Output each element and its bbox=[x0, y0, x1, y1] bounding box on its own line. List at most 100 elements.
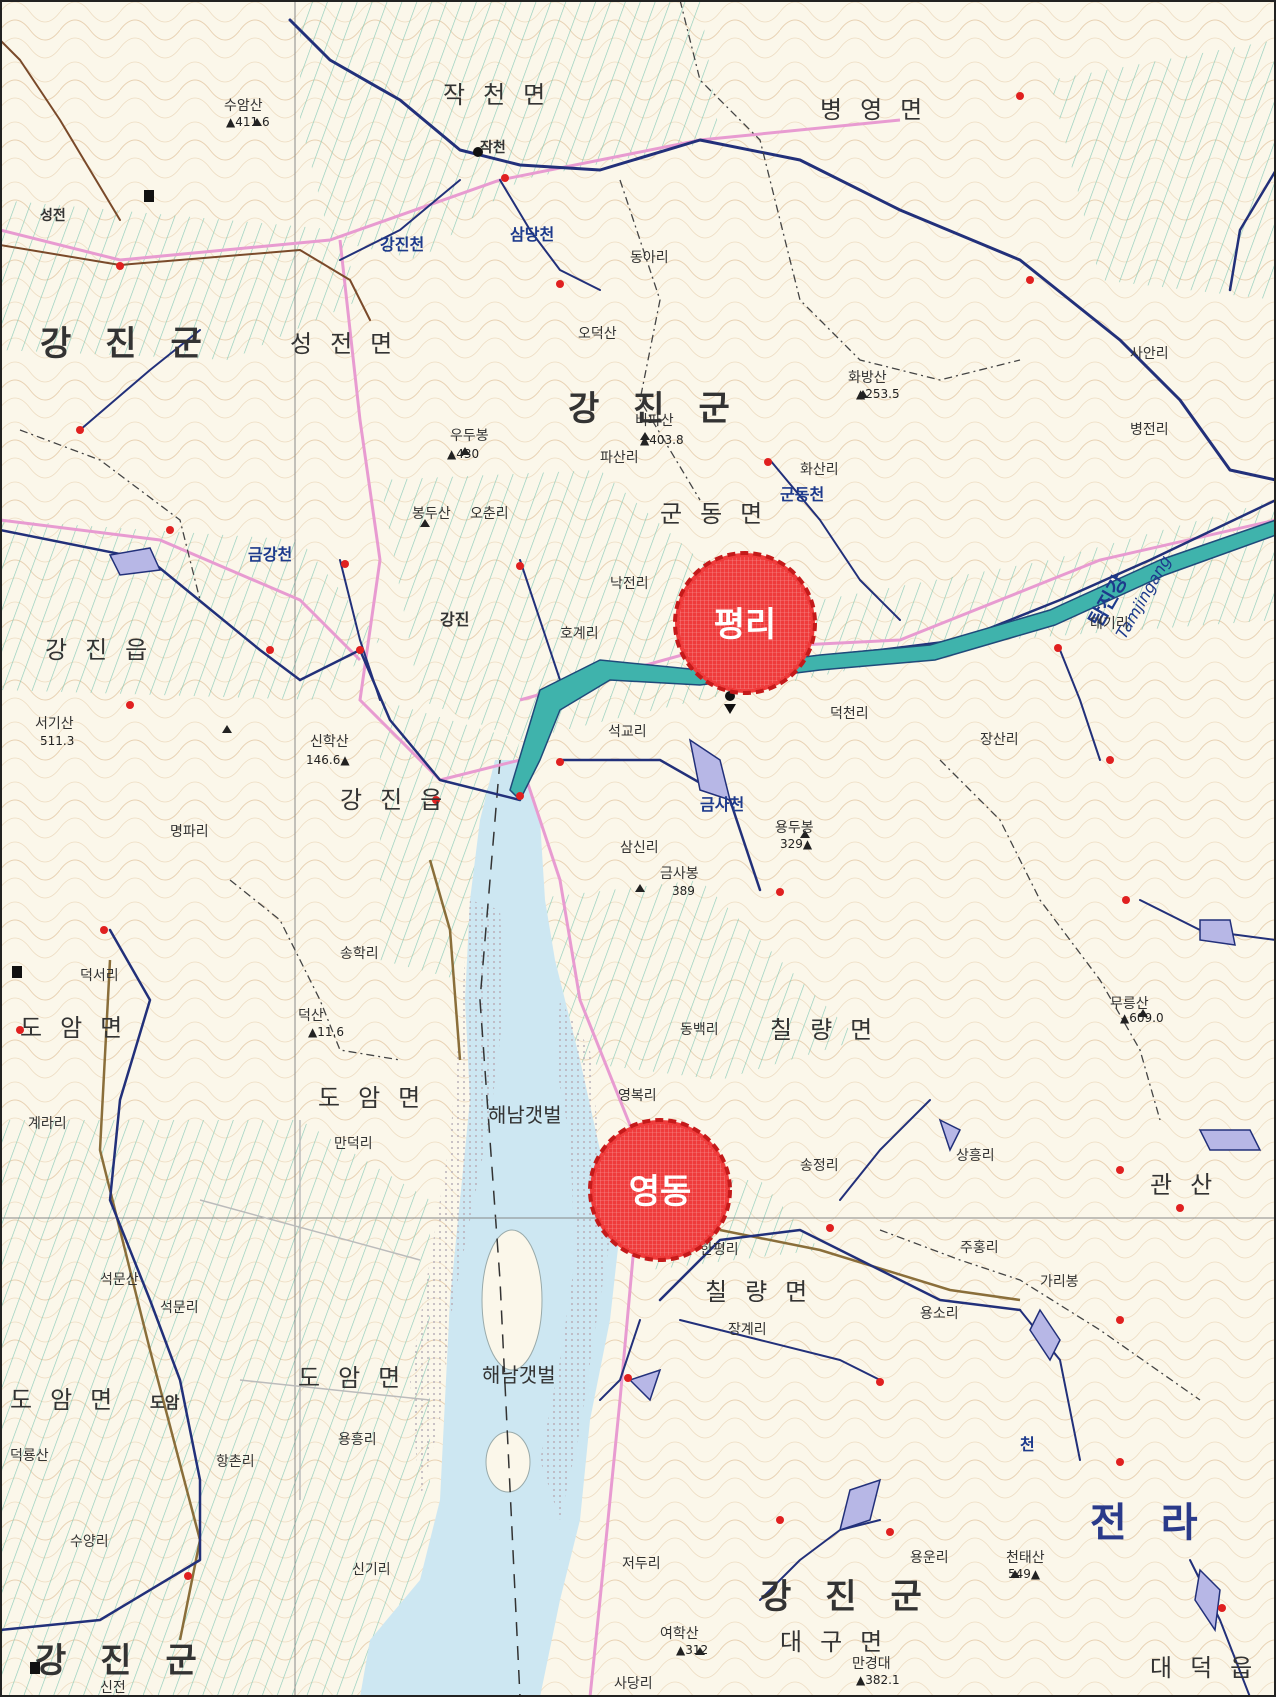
label-peak: 화방산 bbox=[848, 370, 887, 386]
label-village: 덕서리 bbox=[80, 968, 119, 984]
label-village: 동백리 bbox=[680, 1022, 719, 1038]
label-village: 주홍리 bbox=[960, 1240, 999, 1256]
label-village: 계라리 bbox=[28, 1116, 67, 1132]
label-peak: 수암산 bbox=[224, 98, 263, 114]
marker-mesh bbox=[594, 1124, 726, 1256]
label-myeon: 병영면 bbox=[820, 96, 940, 124]
label-peak: 비파산 bbox=[635, 413, 674, 429]
label-tidal-flat: 해남갯벌 bbox=[482, 1363, 556, 1387]
label-county: 강진군 bbox=[568, 389, 764, 429]
label-village: 파산리 bbox=[600, 450, 639, 466]
label-stream: 강진천 bbox=[380, 235, 424, 254]
label-myeon: 칠량면 bbox=[770, 1016, 890, 1044]
label-peak: 봉두산 bbox=[412, 506, 451, 522]
marker-label: 영동 bbox=[629, 1172, 692, 1212]
label-village: 낙전리 bbox=[610, 576, 649, 592]
label-peak: 여학산 bbox=[660, 1626, 699, 1642]
label-village: 수양리 bbox=[70, 1534, 109, 1550]
label-peak: 천태산 bbox=[1006, 1550, 1045, 1566]
label-peak-height: ▲403.8 bbox=[640, 433, 684, 447]
reservoirs bbox=[108, 547, 1262, 1633]
label-peak-height: ▲430 bbox=[447, 447, 479, 461]
label-peak: 우두봉 bbox=[450, 428, 489, 444]
label-peak-height: 549▲ bbox=[1008, 1567, 1041, 1581]
label-peak-height: 329▲ bbox=[780, 837, 813, 851]
label-myeon: 작천면 bbox=[443, 81, 563, 109]
sea-boundary bbox=[479, 759, 521, 1697]
label-county: 강진군 bbox=[760, 1577, 956, 1617]
school-icon bbox=[144, 190, 154, 202]
label-village: 사당리 bbox=[614, 1676, 653, 1692]
tidal-flat-left bbox=[410, 900, 505, 1500]
label-peak-height: ▲382.1 bbox=[856, 1673, 900, 1687]
label-village: 용소리 bbox=[920, 1306, 959, 1322]
label-stream: 천 bbox=[1020, 1435, 1035, 1454]
label-village: 항촌리 bbox=[216, 1454, 255, 1470]
peak-symbols bbox=[222, 118, 1148, 1655]
label-myeon: 강진읍 bbox=[340, 786, 460, 814]
label-village: 용흥리 bbox=[338, 1432, 377, 1448]
label-stream: 금강천 bbox=[248, 545, 292, 564]
island bbox=[481, 1229, 543, 1371]
label-peak-height: 389 bbox=[672, 884, 695, 898]
label-peak: 덕룡산 bbox=[10, 1448, 49, 1464]
label-peak-height: 146.6▲ bbox=[306, 753, 350, 767]
label-village: 명파리 bbox=[170, 824, 209, 840]
label-village: 상흥리 bbox=[956, 1148, 995, 1164]
label-myeon: 강진읍 bbox=[45, 636, 165, 664]
label-myeon: 도암면 bbox=[20, 1014, 140, 1042]
location-marker-yeongdong[interactable]: 영동 bbox=[588, 1118, 732, 1262]
label-peak-height: ▲411.6 bbox=[226, 115, 270, 129]
label-myeon: 도암면 bbox=[10, 1386, 130, 1414]
label-village: 장산리 bbox=[980, 732, 1019, 748]
label-county: 강진군 bbox=[40, 324, 236, 364]
label-peak: 신학산 bbox=[310, 734, 349, 750]
label-myeon: 대구면 bbox=[780, 1628, 900, 1656]
label-myeon: 도암면 bbox=[318, 1084, 438, 1112]
label-peak: 용두봉 bbox=[775, 820, 814, 836]
survey-points bbox=[16, 92, 1226, 1612]
label-province: 전라 bbox=[1090, 1500, 1232, 1546]
location-marker-pyeongri[interactable]: 평리 bbox=[673, 551, 817, 695]
label-peak-height: 511.3 bbox=[40, 734, 74, 748]
label-village: 영복리 bbox=[618, 1088, 657, 1104]
label-myeon: 관산 bbox=[1150, 1171, 1230, 1199]
label-village: 화산리 bbox=[800, 462, 839, 478]
label-peak-height: ▲11.6 bbox=[308, 1025, 344, 1039]
marker-mesh bbox=[679, 557, 811, 689]
label-peak-height: ▲312 bbox=[676, 1643, 708, 1657]
tidal-flat-right bbox=[540, 1000, 610, 1520]
label-myeon: 칠량면 bbox=[705, 1278, 825, 1306]
label-town: 작천 bbox=[480, 139, 506, 156]
label-peak-height: ▲253.5 bbox=[856, 387, 900, 401]
tamjingang-channel bbox=[509, 519, 1276, 802]
admin-boundaries bbox=[19, 0, 1201, 1401]
school-icon bbox=[30, 1662, 40, 1674]
label-myeon: 도암면 bbox=[298, 1364, 418, 1392]
label-village: 석문리 bbox=[160, 1300, 199, 1316]
label-village: 용운리 bbox=[910, 1550, 949, 1566]
town-dot bbox=[473, 147, 483, 157]
label-peak: 가리봉 bbox=[1040, 1274, 1079, 1290]
label-village: 대기리 bbox=[1090, 616, 1129, 632]
label-village: 송정리 bbox=[800, 1158, 839, 1174]
label-peak: 금사봉 bbox=[660, 866, 699, 882]
label-county: 강진군 bbox=[35, 1641, 231, 1681]
label-village: 만덕리 bbox=[334, 1136, 373, 1152]
label-village: 오춘리 bbox=[470, 506, 509, 522]
label-stream: 금사천 bbox=[700, 795, 744, 814]
label-village: 한평리 bbox=[700, 1242, 739, 1258]
town-symbols bbox=[12, 147, 736, 1674]
label-village: 사안리 bbox=[1130, 346, 1169, 362]
label-village: 저두리 bbox=[622, 1556, 661, 1572]
label-myeon: 대덕읍 bbox=[1150, 1654, 1270, 1682]
school-icon bbox=[12, 966, 22, 978]
label-village: 덕천리 bbox=[830, 706, 869, 722]
label-myeon: 군동면 bbox=[660, 500, 780, 528]
label-peak: 석문산 bbox=[100, 1272, 139, 1288]
label-village: 동아리 bbox=[630, 250, 669, 266]
label-peak: 오덕산 bbox=[578, 326, 617, 342]
label-village: 병전리 bbox=[1130, 422, 1169, 438]
